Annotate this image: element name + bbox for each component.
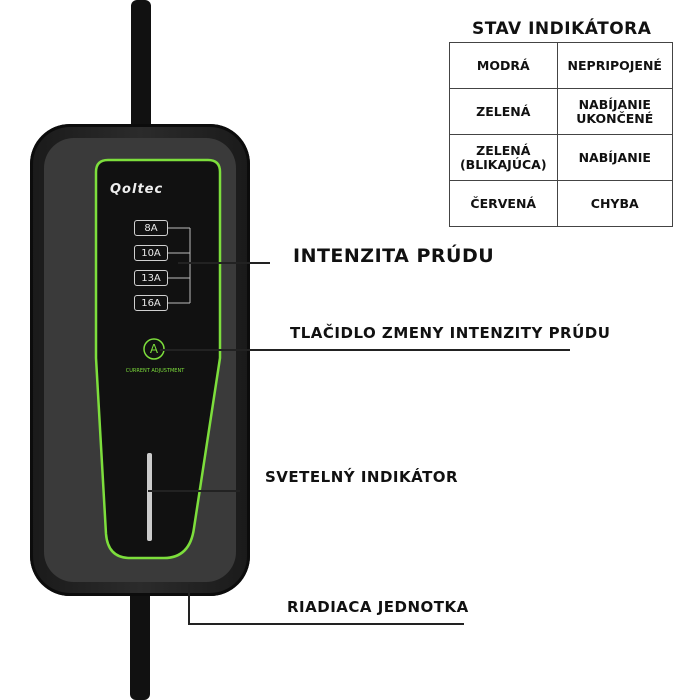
label-light-indicator: SVETELNÝ INDIKÁTOR [265, 468, 459, 486]
state-table-title: STAV INDIKÁTORA [472, 19, 652, 39]
table-row: MODRÁ NEPRIPOJENÉ [449, 42, 673, 89]
leader-line-button [160, 349, 570, 351]
charger-control-box: Qoltec 8A 10A 13A 16A A CURRENT ADJUSTME… [30, 124, 250, 596]
leader-line-intensity [178, 262, 270, 264]
state-color-cell: MODRÁ [449, 42, 558, 89]
state-meaning-cell: NABÍJANIE UKONČENÉ [556, 88, 673, 135]
state-color-cell: ZELENÁ (BLIKAJÚCA) [449, 134, 558, 181]
state-meaning-cell: CHYBA [556, 180, 673, 227]
table-row: ZELENÁ NABÍJANIE UKONČENÉ [449, 88, 673, 135]
state-color-cell: ZELENÁ [449, 88, 558, 135]
amp-badge-16a: 16A [134, 295, 168, 311]
leader-line-light [148, 490, 240, 492]
label-adjust-button: TLAČIDLO ZMENY INTENZITY PRÚDU [290, 324, 611, 342]
table-row: ČERVENÁ CHYBA [449, 180, 673, 227]
device-front-panel: Qoltec 8A 10A 13A 16A A CURRENT ADJUSTME… [44, 138, 236, 582]
label-control-unit: RIADIACA JEDNOTKA [287, 598, 469, 616]
amp-badge-10a: 10A [134, 245, 168, 261]
leader-line-control [188, 623, 464, 625]
state-color-cell: ČERVENÁ [449, 180, 558, 227]
leader-line-control-vertical [188, 584, 190, 624]
device-panel-graphic [94, 158, 222, 560]
top-cable [131, 0, 151, 130]
state-meaning-cell: NABÍJANIE [556, 134, 673, 181]
amp-badge-8a: 8A [134, 220, 168, 236]
current-adjust-button[interactable]: A [149, 342, 159, 356]
amp-badge-13a: 13A [134, 270, 168, 286]
indicator-state-table: MODRÁ NEPRIPOJENÉ ZELENÁ NABÍJANIE UKONČ… [449, 42, 673, 227]
brand-logo: Qoltec [110, 182, 164, 197]
current-adjust-caption: CURRENT ADJUSTMENT [125, 368, 185, 374]
state-meaning-cell: NEPRIPOJENÉ [556, 42, 673, 89]
label-intensity: INTENZITA PRÚDU [293, 245, 495, 267]
table-row: ZELENÁ (BLIKAJÚCA) NABÍJANIE [449, 134, 673, 181]
bottom-cable [130, 590, 150, 700]
